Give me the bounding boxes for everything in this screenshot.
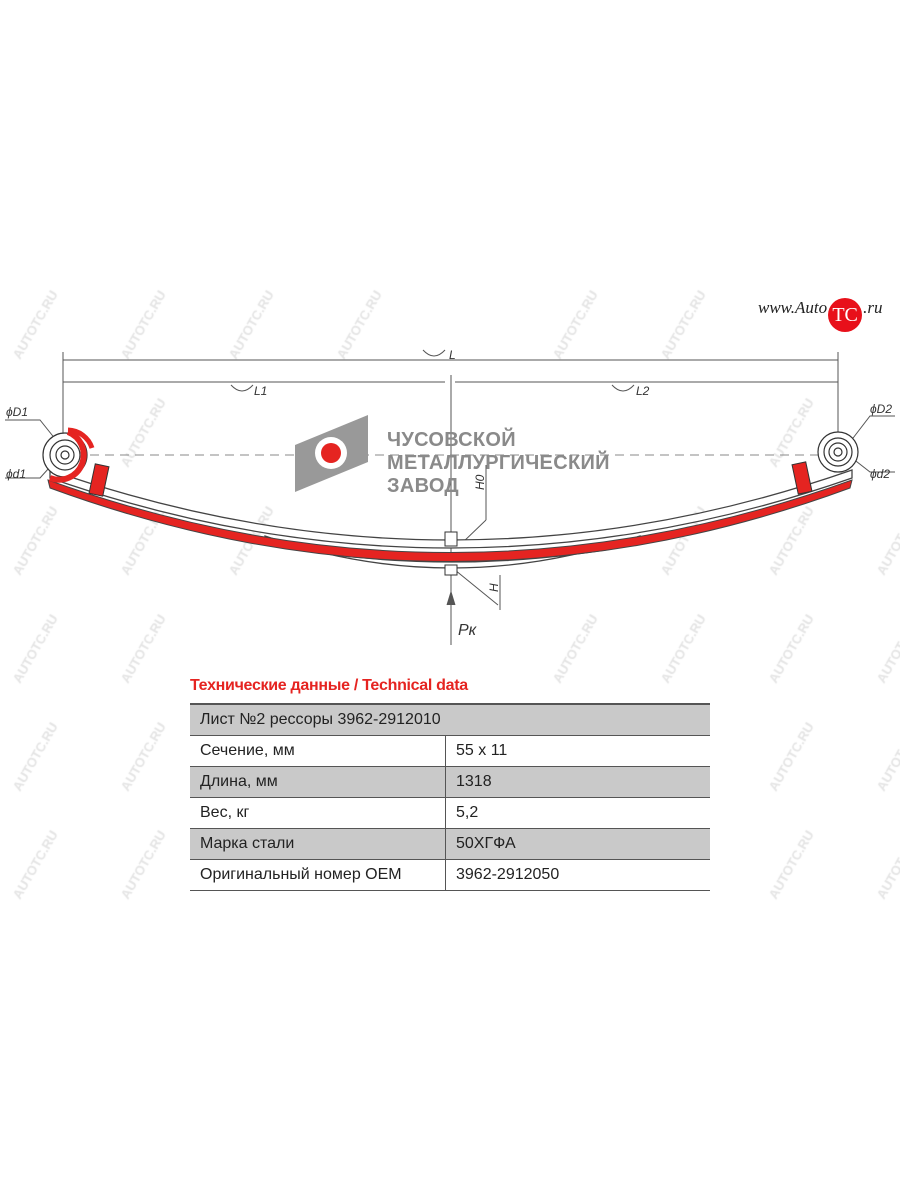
label-D2: ϕD2 xyxy=(870,402,892,416)
label-d1: ϕd1 xyxy=(6,467,26,481)
leaf-spring-drawing: L L1 L2 ϕD1 ϕd1 ϕD2 ϕd2 H0 H Pк xyxy=(5,348,895,645)
label-Pk: Pк xyxy=(458,622,478,639)
label-L2: L2 xyxy=(636,384,650,398)
technical-data-table: Лист №2 рессоры 3962-2912010 Сечение, мм… xyxy=(190,703,710,891)
right-eye xyxy=(817,431,859,473)
table-title: Технические данные / Technical data xyxy=(190,677,468,694)
label-d2: ϕd2 xyxy=(870,467,890,481)
label-L: L xyxy=(449,348,456,362)
company-logo-icon xyxy=(295,415,368,492)
company-logo-text: ЧУСОВСКОЙ МЕТАЛЛУРГИЧЕСКИЙ ЗАВОД xyxy=(387,429,610,497)
left-eye xyxy=(42,427,95,483)
label-D1: ϕD1 xyxy=(6,405,28,419)
label-H: H xyxy=(487,583,501,592)
table-header-row: Лист №2 рессоры 3962-2912010 xyxy=(190,703,710,736)
label-L1: L1 xyxy=(254,384,267,398)
label-H0: H0 xyxy=(473,474,487,490)
right-clamp xyxy=(791,461,813,495)
left-clamp xyxy=(88,463,110,497)
